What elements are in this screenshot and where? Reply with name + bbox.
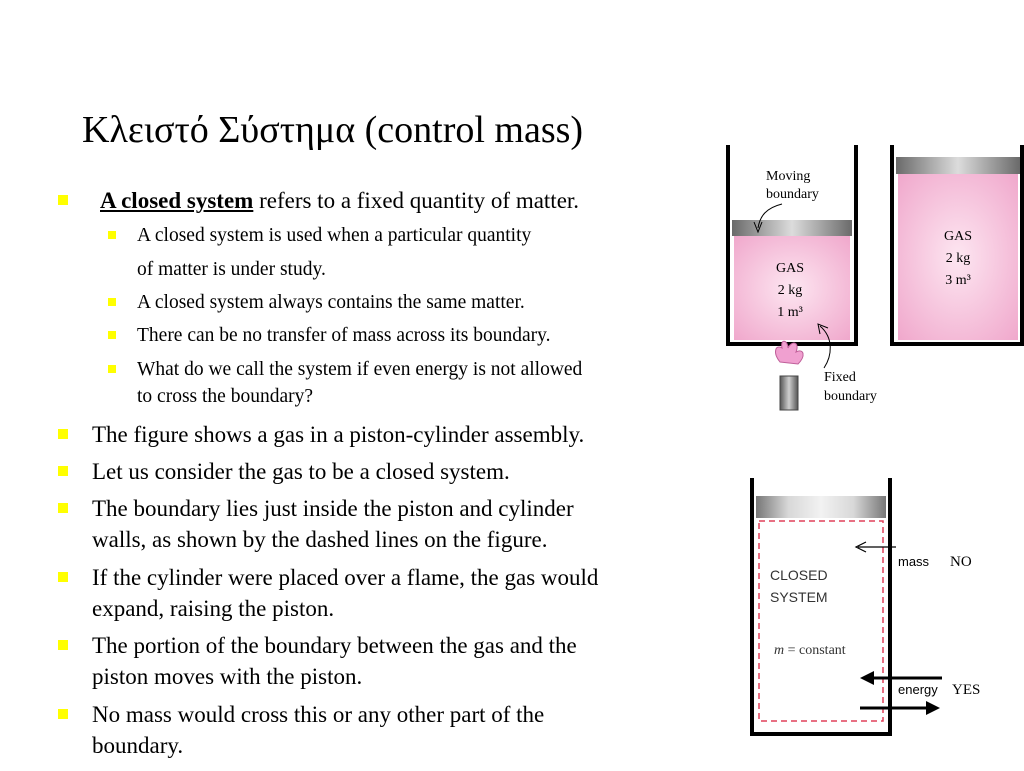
left-gas-mass: 2 kg bbox=[778, 283, 803, 298]
bullet-text: The boundary lies just inside the piston… bbox=[92, 496, 574, 521]
sub-bullet-text: A closed system is used when a particula… bbox=[137, 225, 532, 246]
left-gas-label: GAS bbox=[776, 261, 804, 276]
mass-label: mass bbox=[898, 554, 930, 569]
bullet-text: boundary. bbox=[92, 733, 184, 758]
left-gas-volume: 1 m³ bbox=[777, 305, 803, 320]
right-gas-label: GAS bbox=[944, 229, 972, 244]
bullet-text: walls, as shown by the dashed lines on t… bbox=[92, 527, 548, 552]
bullet-square bbox=[108, 365, 116, 373]
right-gas-volume: 3 m³ bbox=[945, 273, 971, 288]
piston-cylinder-figure: GAS 2 kg 1 m³ Moving boundary Fixed boun… bbox=[722, 140, 1024, 415]
sub-bullet-text: of matter is under study. bbox=[137, 259, 326, 280]
sub-bullet-text: A closed system always contains the same… bbox=[137, 292, 525, 313]
right-gas-mass: 2 kg bbox=[946, 251, 971, 266]
flame-icon bbox=[775, 340, 804, 411]
closed-system-term: A closed system bbox=[100, 188, 254, 213]
mass-no-label: NO bbox=[950, 554, 972, 570]
sub-bullet-text: What do we call the system if even energ… bbox=[137, 359, 583, 380]
bullet-text: No mass would cross this or any other pa… bbox=[92, 702, 545, 727]
bullet-text: If the cylinder were placed over a flame… bbox=[92, 565, 599, 590]
bullet-text: piston moves with the piston. bbox=[92, 664, 363, 689]
sub-bullet-text: to cross the boundary? bbox=[137, 386, 313, 407]
bullet-text: expand, raising the piston. bbox=[92, 596, 335, 621]
bullet-square bbox=[58, 503, 68, 513]
slide-title: Κλειστό Σύστημα (control mass) bbox=[82, 109, 584, 151]
left-cylinder: GAS 2 kg 1 m³ bbox=[726, 145, 858, 346]
system-label: SYSTEM bbox=[770, 589, 828, 605]
energy-label: energy bbox=[898, 682, 938, 697]
bullet-square bbox=[108, 331, 116, 339]
bullet-square bbox=[58, 572, 68, 582]
piston bbox=[756, 496, 886, 518]
bullet-text: The portion of the boundary between the … bbox=[92, 633, 577, 658]
bullet-square bbox=[58, 709, 68, 719]
bullet-text: The figure shows a gas in a piston-cylin… bbox=[92, 422, 585, 447]
sub-bullet-text: There can be no transfer of mass across … bbox=[137, 325, 551, 346]
bullet-square bbox=[108, 298, 116, 306]
system-boundary bbox=[758, 520, 884, 722]
closed-system-figure: CLOSED SYSTEM m = constant mass NO energ… bbox=[746, 476, 1024, 766]
bullet-square bbox=[108, 231, 116, 239]
moving-boundary-label-2: boundary bbox=[766, 187, 819, 202]
fixed-boundary-label-2: boundary bbox=[824, 389, 877, 404]
bullet-text: Let us consider the gas to be a closed s… bbox=[92, 459, 510, 484]
bullet-square bbox=[58, 466, 68, 476]
bullet-text: refers to a fixed quantity of matter. bbox=[253, 188, 580, 213]
energy-yes-label: YES bbox=[952, 682, 980, 698]
fixed-boundary-label: Fixed bbox=[824, 370, 856, 385]
closed-label: CLOSED bbox=[770, 567, 828, 583]
bullet-square bbox=[58, 195, 68, 205]
right-cylinder: GAS 2 kg 3 m³ bbox=[890, 145, 1024, 346]
bullet-square bbox=[58, 429, 68, 439]
bullet-square bbox=[58, 640, 68, 650]
mass-constant-label: m = constant bbox=[774, 643, 846, 658]
moving-boundary-label: Moving bbox=[766, 169, 810, 184]
